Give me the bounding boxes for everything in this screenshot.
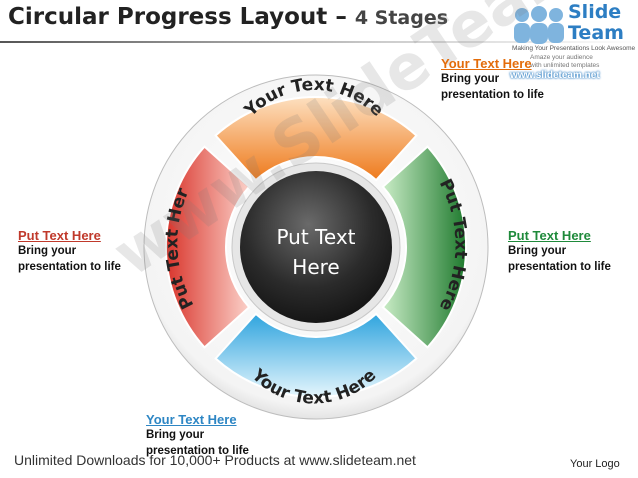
title-dash: – [335,4,347,30]
logo-promo-1: Amaze your audience [530,54,593,61]
callout-right-body: Bring your presentation to life [508,245,611,273]
segment-bottom [214,312,418,399]
slideteam-logo: Slide Team Making Your Presentations Loo… [510,2,636,82]
segment-left [164,145,251,349]
logo-brand: Slide Team [568,2,624,44]
callout-bottom: Your Text Here Bring your presentation t… [146,412,272,459]
logo-url: www.slideteam.net [510,70,600,81]
footer-text: Unlimited Downloads for 10,000+ Products… [14,452,416,468]
your-logo-placeholder: Your Logo [570,458,620,470]
title-divider [0,41,638,43]
page-title: Circular Progress Layout – 4 Stages [8,4,448,30]
callout-right-heading: Put Text Here [508,228,591,243]
title-sub: 4 Stages [354,7,449,29]
segment-right [381,145,468,349]
callout-left: Put Text Here Bring your presentation to… [18,228,144,275]
segment-top [214,95,418,182]
center-circle [240,171,392,323]
center-label-line2: Here [292,255,339,279]
logo-promo-2: with unlimited templates [530,62,600,69]
center-label-line1: Put Text [276,225,355,249]
callout-top: Your Text Here Bring your presentation t… [441,56,567,103]
logo-brand-line2: Team [568,22,624,44]
callout-left-heading: Put Text Here [18,228,101,243]
callout-top-body: Bring your presentation to life [441,73,544,101]
callout-left-body: Bring your presentation to life [18,245,121,273]
people-icon [514,6,564,44]
title-main: Circular Progress Layout [8,4,328,30]
logo-tagline: Making Your Presentations Look Awesome [512,45,636,52]
callout-right: Put Text Here Bring your presentation to… [508,228,634,275]
callout-bottom-body: Bring your presentation to life [146,429,249,457]
callout-bottom-heading: Your Text Here [146,412,237,427]
logo-brand-line1: Slide [568,1,622,23]
callout-top-heading: Your Text Here [441,56,532,71]
